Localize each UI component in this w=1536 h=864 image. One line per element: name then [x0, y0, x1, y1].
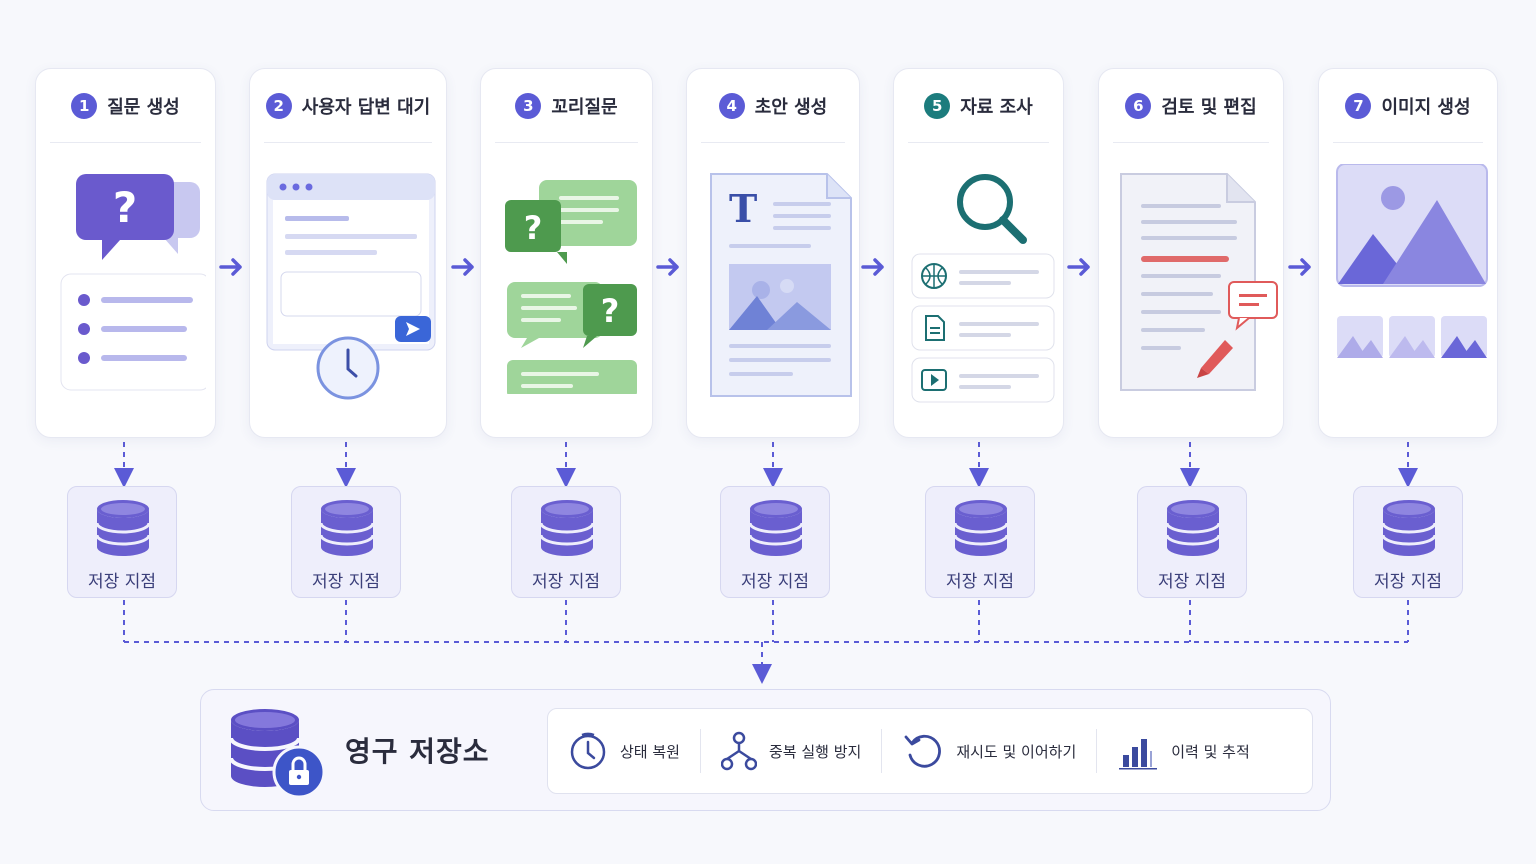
step-card-review-edit: 6 검토 및 편집 — [1098, 68, 1284, 438]
step-card-image-generation: 7 이미지 생성 — [1318, 68, 1498, 438]
checkpoint-6: 저장 지점 — [1137, 486, 1247, 598]
step-title: 이미지 생성 — [1381, 96, 1471, 118]
svg-text:?: ? — [112, 183, 136, 232]
step-header: 3 꼬리질문 — [495, 69, 638, 143]
bar-chart-icon — [1119, 739, 1158, 770]
step-title: 자료 조사 — [960, 96, 1033, 118]
database-icon — [319, 500, 375, 556]
checkpoint-4: 저장 지점 — [720, 486, 830, 598]
step-title: 사용자 답변 대기 — [301, 96, 431, 118]
step-card-await-answer: 2 사용자 답변 대기 — [249, 68, 447, 438]
flow-arrow-icon — [656, 258, 679, 276]
flow-arrow-icon — [219, 258, 242, 276]
svg-text:T: T — [729, 186, 757, 231]
database-icon — [539, 500, 595, 556]
waiting-window-icon — [250, 164, 446, 414]
checkpoint-label: 저장 지점 — [946, 572, 1014, 592]
divider — [1096, 729, 1098, 773]
flow-arrow-icon — [451, 258, 474, 276]
step-card-draft: 4 초안 생성 T — [686, 68, 860, 438]
retry-icon — [904, 734, 942, 768]
step-card-research: 5 자료 조사 — [893, 68, 1064, 438]
checkpoint-label: 저장 지점 — [741, 572, 809, 592]
step-number-badge: 6 — [1125, 92, 1152, 119]
step-number-badge: 7 — [1345, 92, 1372, 119]
checkpoint-5: 저장 지점 — [925, 486, 1035, 598]
review-edit-icon — [1099, 164, 1283, 414]
step-title: 질문 생성 — [107, 96, 180, 118]
flow-arrow-icon — [1067, 258, 1090, 276]
follow-up-chat-icon: ? ? — [481, 164, 652, 414]
checkpoint-3: 저장 지점 — [511, 486, 621, 598]
checkpoint-label: 저장 지점 — [312, 572, 380, 592]
checkpoint-1: 저장 지점 — [67, 486, 177, 598]
database-icon — [1381, 500, 1437, 556]
checkpoint-7: 저장 지점 — [1353, 486, 1463, 598]
database-icon — [953, 500, 1009, 556]
checkpoint-label: 저장 지점 — [1374, 572, 1442, 592]
checkpoint-label: 저장 지점 — [88, 572, 156, 592]
database-icon — [95, 500, 151, 556]
storage-features: 상태 복원 중복 실행 방지 재시도 및 이어하기 이력 및 추적 — [547, 708, 1313, 794]
feature-label: 상태 복원 — [620, 742, 680, 761]
feature-label: 재시도 및 이어하기 — [956, 742, 1077, 761]
question-chat-icon: ? — [36, 164, 215, 414]
step-number-badge: 3 — [515, 92, 542, 119]
step-header: 5 자료 조사 — [908, 69, 1049, 143]
step-header: 7 이미지 생성 — [1333, 69, 1483, 143]
research-search-icon — [894, 164, 1063, 414]
flow-arrow-icon — [1288, 258, 1311, 276]
step-number-badge: 2 — [265, 92, 292, 119]
feature-label: 이력 및 추적 — [1171, 742, 1250, 761]
step-title: 초안 생성 — [754, 96, 828, 118]
checkpoint-2: 저장 지점 — [291, 486, 401, 598]
feature-retry-resume: 재시도 및 이어하기 — [882, 721, 1076, 781]
step-card-question-generation: 1 질문 생성 ? — [35, 68, 216, 438]
step-number-badge: 4 — [718, 92, 745, 119]
step-header: 4 초안 생성 — [701, 69, 845, 143]
step-header: 1 질문 생성 — [50, 69, 201, 143]
step-title: 검토 및 편집 — [1161, 96, 1257, 118]
permanent-storage-panel: 영구 저장소 상태 복원 중복 실행 방지 재시도 및 이어하기 이력 및 추적 — [200, 689, 1331, 811]
divider — [699, 729, 701, 773]
step-number-badge: 5 — [924, 92, 951, 119]
database-icon — [748, 500, 804, 556]
image-generation-icon — [1319, 164, 1497, 414]
step-title: 꼬리질문 — [551, 96, 618, 118]
locked-database-icon — [229, 709, 326, 798]
feature-label: 중복 실행 방지 — [768, 742, 862, 761]
divider — [881, 729, 883, 773]
draft-document-icon: T — [687, 164, 859, 414]
step-card-follow-up: 3 꼬리질문 ? ? — [480, 68, 653, 438]
checkpoint-label: 저장 지점 — [1158, 572, 1226, 592]
branch-icon — [720, 731, 757, 771]
step-header: 6 검토 및 편집 — [1113, 69, 1269, 143]
feature-dedup: 중복 실행 방지 — [701, 721, 861, 781]
database-icon — [1165, 500, 1221, 556]
step-header: 2 사용자 답변 대기 — [264, 69, 432, 143]
flow-arrow-icon — [861, 258, 884, 276]
svg-text:?: ? — [600, 292, 619, 330]
step-number-badge: 1 — [71, 92, 98, 119]
storage-title: 영구 저장소 — [345, 735, 490, 768]
feature-state-restore: 상태 복원 — [548, 721, 680, 781]
svg-text:?: ? — [523, 209, 542, 247]
feature-history-tracking: 이력 및 추적 — [1097, 721, 1250, 781]
checkpoint-label: 저장 지점 — [532, 572, 600, 592]
clock-restore-icon — [570, 732, 606, 770]
